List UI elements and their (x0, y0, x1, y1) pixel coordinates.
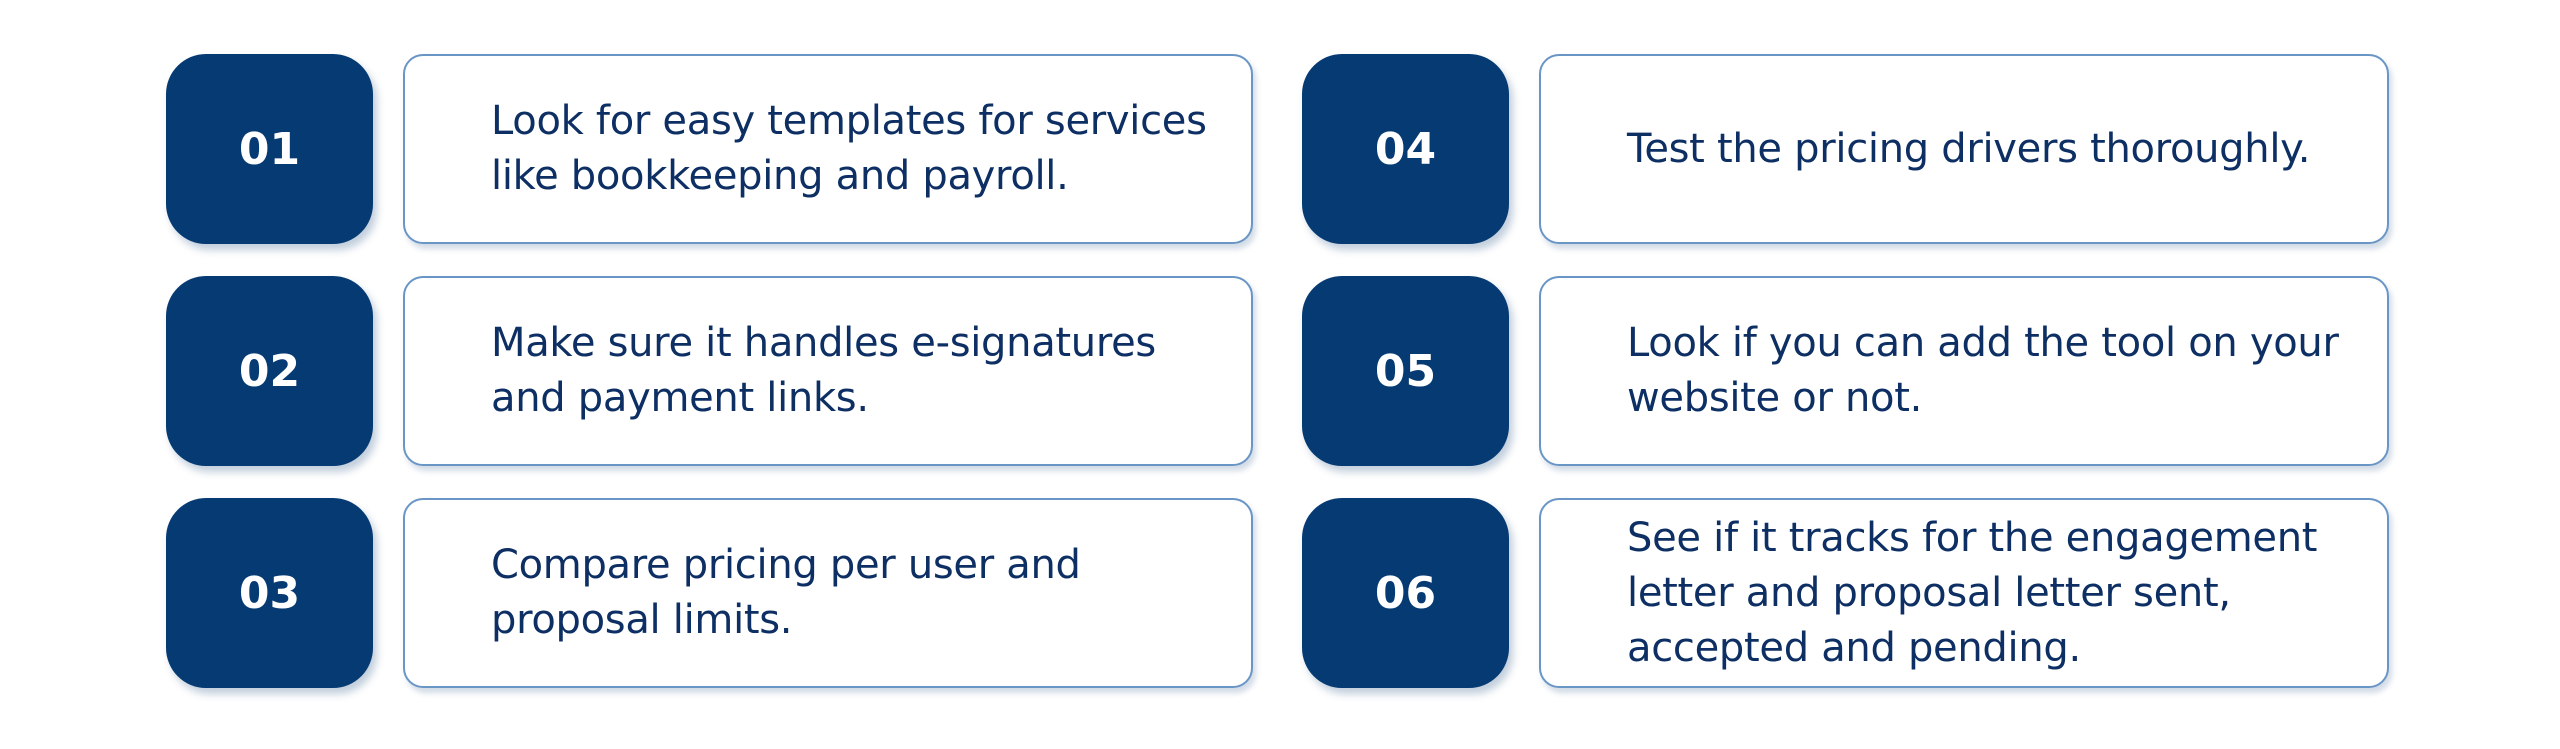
tip-text: Compare pricing per user and proposal li… (491, 542, 1081, 643)
tip-text: Make sure it handles e-signatures and pa… (491, 320, 1156, 421)
tip-number-badge: 06 (1302, 498, 1509, 688)
tip-text: Look if you can add the tool on your web… (1627, 320, 2339, 421)
tip-card: Look if you can add the tool on your web… (1539, 276, 2389, 466)
tip-card: Test the pricing drivers thoroughly. (1539, 54, 2389, 244)
tip-card: Compare pricing per user and proposal li… (403, 498, 1253, 688)
tip-number-badge: 04 (1302, 54, 1509, 244)
tip-card: Make sure it handles e-signatures and pa… (403, 276, 1253, 466)
tip-text: Look for easy templates for services lik… (491, 98, 1207, 199)
tip-text: See if it tracks for the engagement lett… (1627, 514, 2318, 671)
tip-card: See if it tracks for the engagement lett… (1539, 498, 2389, 688)
tip-text: Test the pricing drivers thoroughly. (1627, 125, 2311, 172)
tip-number-badge: 01 (166, 54, 373, 244)
tip-number-badge: 02 (166, 276, 373, 466)
tip-number-badge: 05 (1302, 276, 1509, 466)
tip-card: Look for easy templates for services lik… (403, 54, 1253, 244)
tip-number-badge: 03 (166, 498, 373, 688)
